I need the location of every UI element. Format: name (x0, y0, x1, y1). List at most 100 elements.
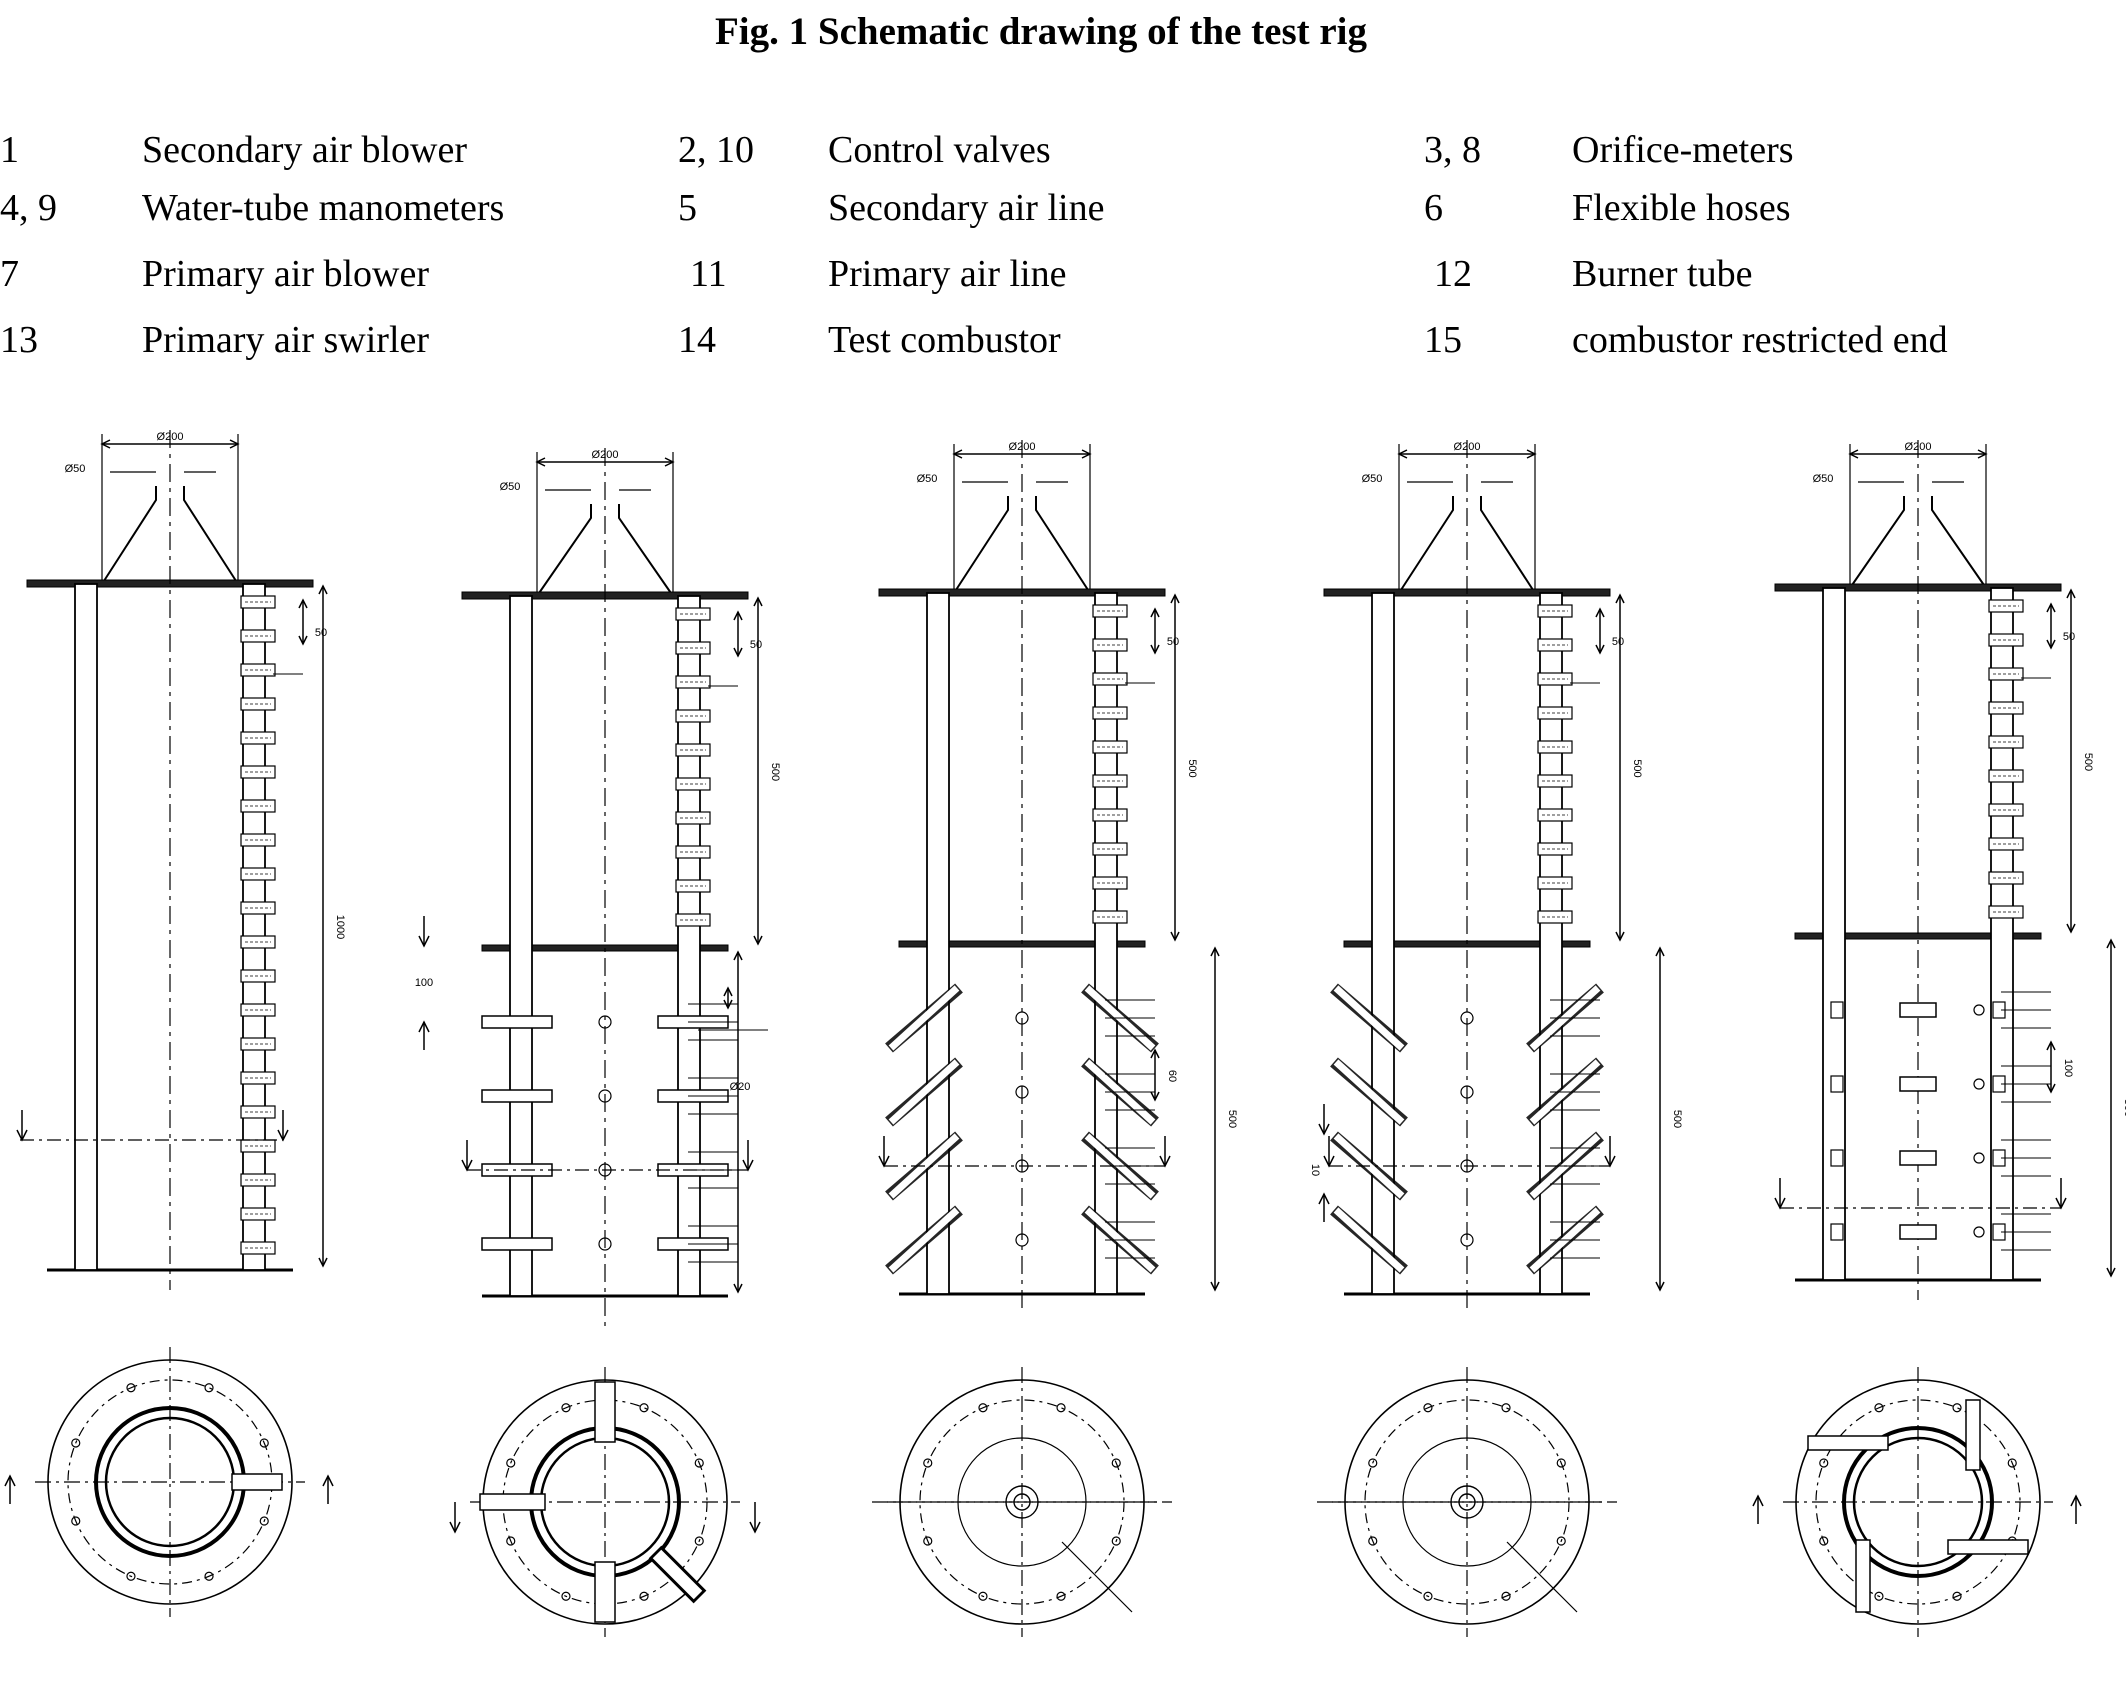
arrowhead (2046, 1040, 2056, 1051)
legend-label: combustor restricted end (1572, 319, 1948, 361)
inclined-port-bore (888, 1207, 960, 1273)
air-port (481, 1237, 553, 1251)
legend-label: Test combustor (828, 319, 1061, 361)
bolt-hole (1423, 1403, 1433, 1413)
arrowhead (2066, 923, 2076, 934)
legend-label: Secondary air line (828, 187, 1105, 229)
port-offset-label: 100 (415, 977, 433, 989)
inner-diameter-label: Ø50 (500, 481, 521, 493)
arrowhead (16, 1129, 28, 1142)
legend-number: 15 (1424, 319, 1462, 361)
arrowhead (1170, 931, 1180, 942)
tangential-port (1855, 1539, 1871, 1613)
length-label: 500 (1631, 759, 1643, 777)
burner-cone (953, 496, 1091, 594)
length-label: 1000 (334, 915, 346, 939)
legend-label: Control valves (828, 129, 1051, 171)
arrowhead (1150, 607, 1160, 618)
tube-wall-inner (1852, 1436, 1984, 1568)
bolt-hole (1368, 1458, 1378, 1468)
inclined-port-bore (1333, 1207, 1405, 1273)
arrowhead (2055, 1197, 2067, 1210)
arrowhead (723, 986, 733, 997)
air-port (481, 1015, 553, 1029)
port-hole (598, 1089, 612, 1103)
burner-cone (1849, 496, 1987, 589)
bolt-hole (1556, 1536, 1566, 1546)
tangential-port (1899, 1002, 1937, 1018)
length-label: 500 (2122, 1099, 2126, 1117)
right-wall (1990, 587, 2014, 1281)
port-hole (1460, 1085, 1474, 1099)
bolt-hole (1056, 1591, 1066, 1601)
arrowhead (1318, 1123, 1330, 1136)
arrowhead (733, 950, 743, 961)
bolt-hole (259, 1438, 269, 1448)
arrowhead (1655, 946, 1665, 957)
right-wall (242, 583, 266, 1271)
port-spacing-label: 60 (1166, 1070, 1178, 1082)
tangential-port (1899, 1224, 1937, 1240)
tap-spacing-label: 50 (750, 639, 762, 651)
bolt-hole (1111, 1458, 1121, 1468)
plan-view-5 (1752, 1367, 2082, 1637)
bolt-hole (126, 1571, 136, 1581)
arrowhead (277, 1129, 289, 1142)
bolt-hole (506, 1536, 516, 1546)
bolt-hole (1874, 1591, 1884, 1601)
arrowhead (318, 584, 328, 595)
arrowhead (733, 610, 743, 621)
port-hole (1973, 1152, 1985, 1164)
bolt-hole (2007, 1458, 2017, 1468)
primary-port (231, 1473, 283, 1491)
legend-number: 1 (0, 129, 19, 171)
arrowhead (2106, 1267, 2116, 1278)
legend-label: Water-tube manometers (142, 187, 505, 229)
arrowhead (1210, 1281, 1220, 1292)
tangential-port (1947, 1539, 2029, 1555)
bolt-hole (1819, 1536, 1829, 1546)
right-wall (677, 595, 701, 1297)
bolt-hole (71, 1438, 81, 1448)
length-label: 500 (2082, 753, 2094, 771)
bolt-hole (1056, 1403, 1066, 1413)
flange-outline (1795, 1379, 2041, 1625)
port-stub (1830, 1075, 1844, 1093)
arrowhead (742, 1159, 754, 1172)
port-hole (1460, 1011, 1474, 1025)
arrowhead (418, 1020, 430, 1033)
arrowhead (1752, 1494, 1764, 1507)
arrowhead (878, 1155, 890, 1168)
arrowhead (318, 1257, 328, 1268)
port-spacing-label: 100 (2062, 1059, 2074, 1077)
radial-port-bore (652, 1549, 703, 1600)
bolt-hole (1952, 1403, 1962, 1413)
legend-label: Flexible hoses (1572, 187, 1791, 229)
arrowhead (2046, 639, 2056, 650)
tangential-port (1807, 1435, 1889, 1451)
bolt-hole (1874, 1403, 1884, 1413)
arrowhead (1595, 644, 1605, 655)
inclined-port-bore (888, 1059, 960, 1125)
length-label: 500 (1671, 1110, 1683, 1128)
legend-number: 12 (1434, 253, 1472, 295)
bolt-hole (561, 1591, 571, 1601)
bolt-hole (506, 1458, 516, 1468)
bolt-hole (639, 1403, 649, 1413)
tap-spacing-label: 50 (315, 627, 327, 639)
radial-port (594, 1561, 616, 1623)
legend-number: 4, 9 (0, 187, 57, 229)
bolt-hole (1556, 1458, 1566, 1468)
tangential-port (1899, 1150, 1937, 1166)
figure-title: Fig. 1 Schematic drawing of the test rig (714, 10, 1368, 53)
combustor-drawings: Ø200Ø50501000Ø200Ø5050500Ø20100Ø200Ø5050… (4, 430, 2126, 1637)
bolt-hole (204, 1571, 214, 1581)
legend-label: Primary air line (828, 253, 1067, 295)
bolt-hole (694, 1536, 704, 1546)
tangential-port (1965, 1399, 1981, 1471)
arrowhead (1150, 1048, 1160, 1059)
inner-diameter-label: Ø50 (1362, 473, 1383, 485)
